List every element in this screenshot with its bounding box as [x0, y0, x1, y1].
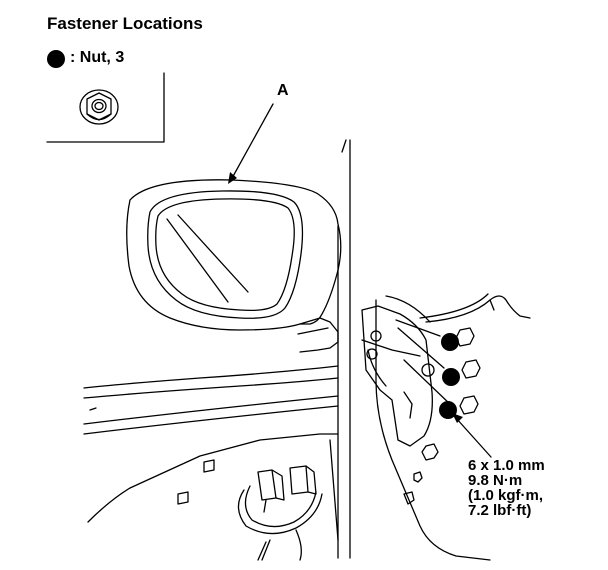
spec-arrowhead — [452, 413, 463, 423]
door-belt-line — [83, 365, 339, 435]
flange-nut-icon — [79, 89, 119, 125]
nut-middle — [442, 368, 460, 386]
mirror-assembly — [126, 179, 342, 353]
legend-nut-symbol — [47, 50, 65, 68]
spec-torque-nm: 9.8 N·m — [468, 472, 523, 489]
legend-label: : Nut, 3 — [70, 49, 125, 66]
mirror-mount-area — [361, 293, 531, 505]
diagram-title: Fastener Locations — [47, 14, 203, 33]
torque-spec: 6 x 1.0 mm 9.8 N·m (1.0 kgf·m, 7.2 lbf·f… — [468, 458, 545, 518]
door-frame — [337, 139, 491, 561]
inner-door-panel — [87, 433, 339, 561]
spec-leader — [455, 417, 492, 458]
spec-size: 6 x 1.0 mm — [468, 457, 545, 474]
spec-torque-kgf: (1.0 kgf·m, — [468, 487, 544, 504]
nut-upper — [441, 333, 459, 351]
callout-a-label: A — [277, 82, 289, 99]
callout-a-arrowhead — [228, 172, 237, 184]
spec-torque-lbf: 7.2 lbf·ft) — [468, 502, 532, 519]
callout-a-leader — [230, 103, 274, 181]
nut-lower — [439, 401, 457, 419]
legend-box — [46, 50, 165, 143]
